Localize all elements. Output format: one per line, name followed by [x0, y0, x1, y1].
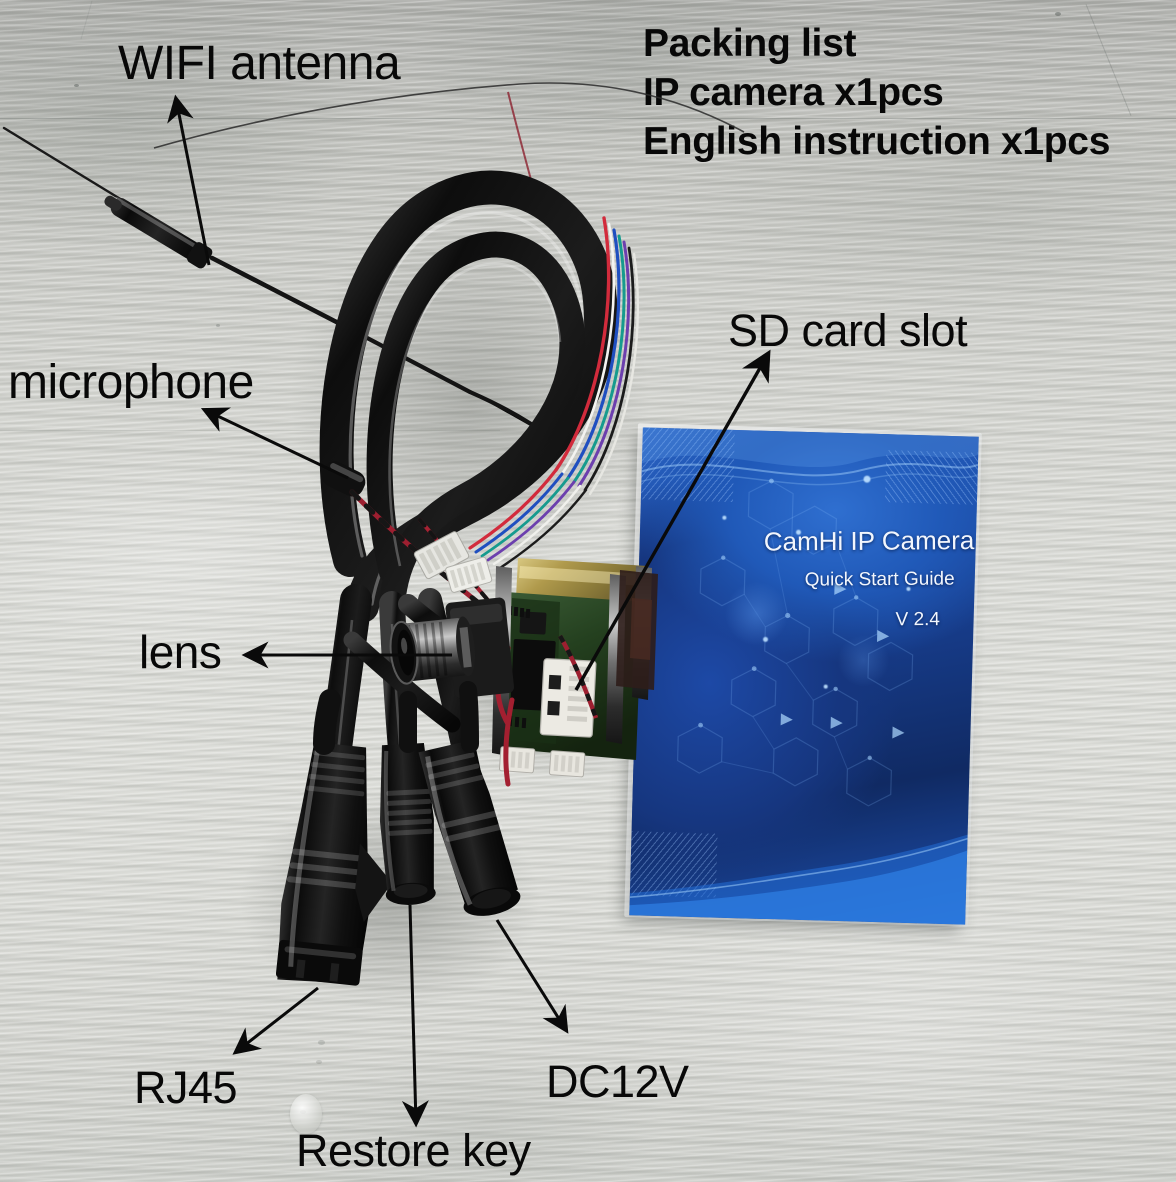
booklet-version: V 2.4 [895, 609, 941, 631]
label-lens: lens [139, 626, 222, 678]
booklet-cover: CamHi IP Camera Quick Start Guide V 2.4 [629, 427, 979, 925]
wood-speck [74, 84, 79, 87]
packing-list-heading: Packing list [643, 22, 857, 65]
floor-blemish [290, 1094, 322, 1134]
plank-seam [0, 430, 500, 431]
cover-star-glint [722, 515, 727, 520]
booklet-title: CamHi IP Camera [763, 525, 975, 557]
label-restore-key: Restore key [296, 1125, 531, 1176]
label-wifi-antenna: WIFI antenna [118, 37, 401, 90]
wood-speck [316, 1060, 322, 1064]
wood-speck [332, 1160, 337, 1163]
label-microphone: microphone [8, 356, 254, 409]
packing-list-item-instruction: English instruction x1pcs [643, 120, 1111, 163]
label-dc12v: DC12V [546, 1056, 689, 1107]
booklet-subtitle: Quick Start Guide [804, 568, 955, 591]
cover-hexagon-pattern [676, 478, 914, 807]
label-sd-card-slot: SD card slot [728, 305, 968, 356]
wood-speck [1055, 12, 1061, 16]
cover-wave-bottom [629, 834, 968, 925]
wood-speck [216, 324, 220, 327]
wood-speck [318, 1040, 325, 1045]
quick-start-guide-booklet: CamHi IP Camera Quick Start Guide V 2.4 [624, 423, 982, 927]
cover-star-glint [823, 684, 828, 689]
label-rj45: RJ45 [134, 1062, 238, 1113]
packing-list-item-camera: IP camera x1pcs [643, 71, 944, 114]
packing-list-block: Packing list IP camera x1pcs English ins… [643, 22, 1110, 161]
